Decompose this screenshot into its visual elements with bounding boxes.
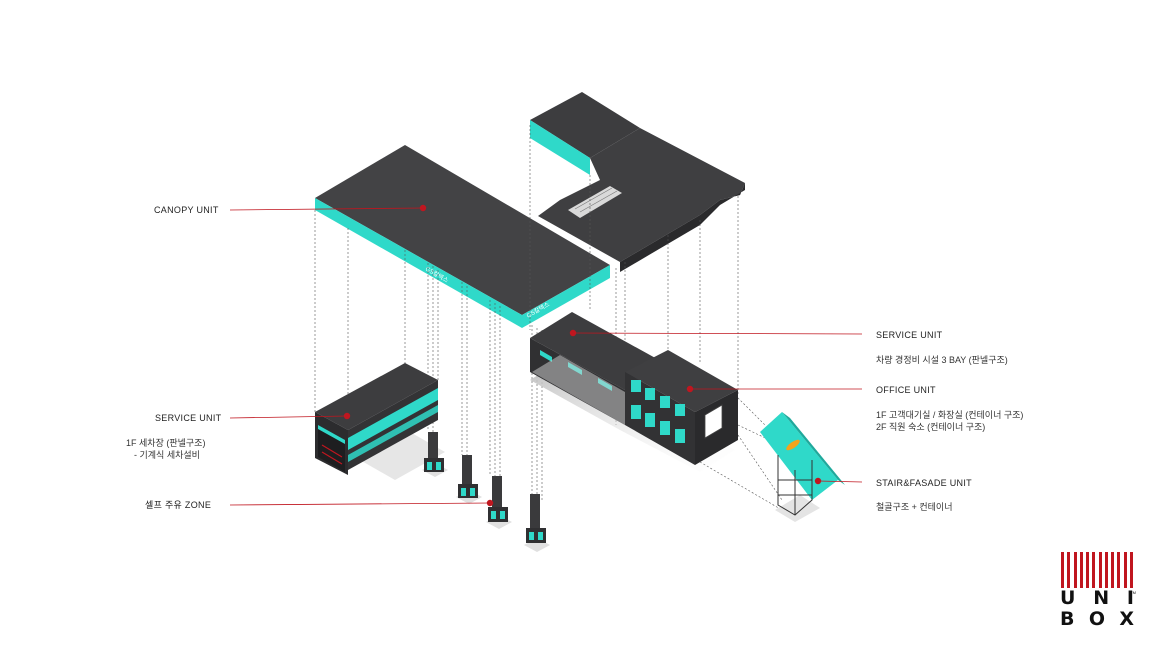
fuel-dispenser-4: [524, 494, 550, 552]
logo-line1: U N I: [1060, 588, 1134, 609]
logo-letter: O: [1088, 608, 1105, 630]
leader-lines: [229, 207, 863, 506]
label-self-fuel-zone: 셀프 주유 ZONE: [145, 500, 212, 510]
office-unit: [625, 350, 738, 465]
fuel-dispenser-3: [486, 476, 512, 529]
logo-letter: B: [1060, 608, 1075, 630]
unibox-logo: U N I B O X TM: [1058, 552, 1136, 634]
label-office-sub1: 1F 고객대기실 / 화장실 (컨테이너 구조): [876, 410, 1024, 420]
label-service-left-sub1: 1F 세차장 (판넬구조): [126, 438, 206, 448]
fuel-dispenser-2: [456, 455, 482, 504]
label-service-right-sub: 차량 경정비 시설 3 BAY (판넬구조): [876, 355, 1008, 365]
logo-trademark: TM: [1130, 590, 1136, 595]
label-stair-facade-unit: STAIR&FASADE UNIT: [876, 478, 972, 488]
fuel-dispenser-1: [422, 432, 448, 477]
label-stair-sub: 철골구조 + 컨테이너: [876, 502, 953, 512]
label-service-unit-right: SERVICE UNIT: [876, 330, 943, 340]
label-office-unit: OFFICE UNIT: [876, 385, 936, 395]
logo-letter: X: [1119, 608, 1134, 630]
logo-bars: [1061, 552, 1133, 588]
leader-dots: [343, 204, 822, 507]
roof-vent: [568, 186, 622, 218]
stair-facade-unit: [760, 412, 845, 522]
label-service-unit-left: SERVICE UNIT: [155, 413, 222, 423]
logo-letter: U: [1060, 587, 1076, 609]
logo-line2: B O X: [1060, 609, 1134, 630]
label-office-sub2: 2F 직원 숙소 (컨테이너 구조): [876, 422, 986, 432]
logo-letter: I: [1126, 587, 1134, 609]
label-canopy-unit: CANOPY UNIT: [154, 205, 219, 215]
label-service-left-sub2: - 기계식 세차설비: [134, 450, 200, 460]
logo-letter: N: [1093, 587, 1110, 609]
canopy-unit: GS칼텍스 GS칼텍스: [315, 145, 610, 328]
